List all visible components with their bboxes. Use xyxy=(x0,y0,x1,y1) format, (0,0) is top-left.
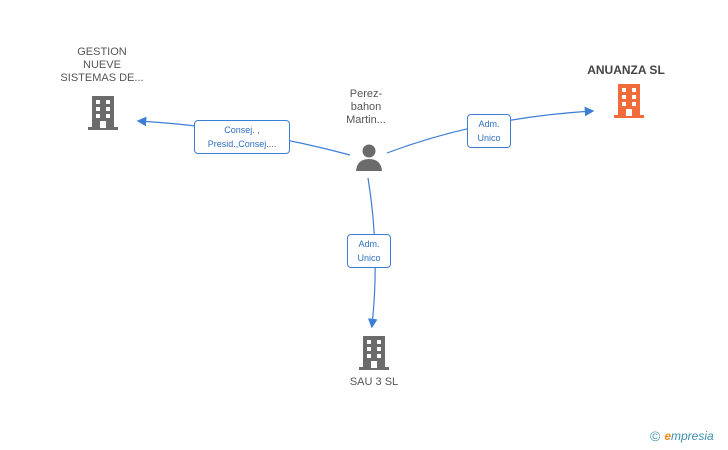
building-icon[interactable] xyxy=(88,96,118,130)
edge-label-sau3[interactable]: Adm. Unico xyxy=(347,234,391,268)
footer-brand: © empresia xyxy=(650,428,714,444)
building-icon[interactable] xyxy=(614,84,644,118)
company-anuanza-label[interactable]: ANUANZA SL xyxy=(587,63,665,77)
brand-logo: empresia xyxy=(664,429,714,443)
edge-label-gestion[interactable]: Consej. , Presid.,Consej.... xyxy=(194,120,290,154)
copyright-symbol: © xyxy=(650,428,661,444)
person-name[interactable]: Perez- bahon Martin... xyxy=(346,88,386,126)
building-icon[interactable] xyxy=(359,336,389,370)
company-gestion-label[interactable]: GESTION NUEVE SISTEMAS DE... xyxy=(60,46,144,84)
edge-label-anuanza[interactable]: Adm. Unico xyxy=(467,114,511,148)
person-icon[interactable] xyxy=(354,142,384,172)
company-sau3-label[interactable]: SAU 3 SL xyxy=(349,376,399,388)
